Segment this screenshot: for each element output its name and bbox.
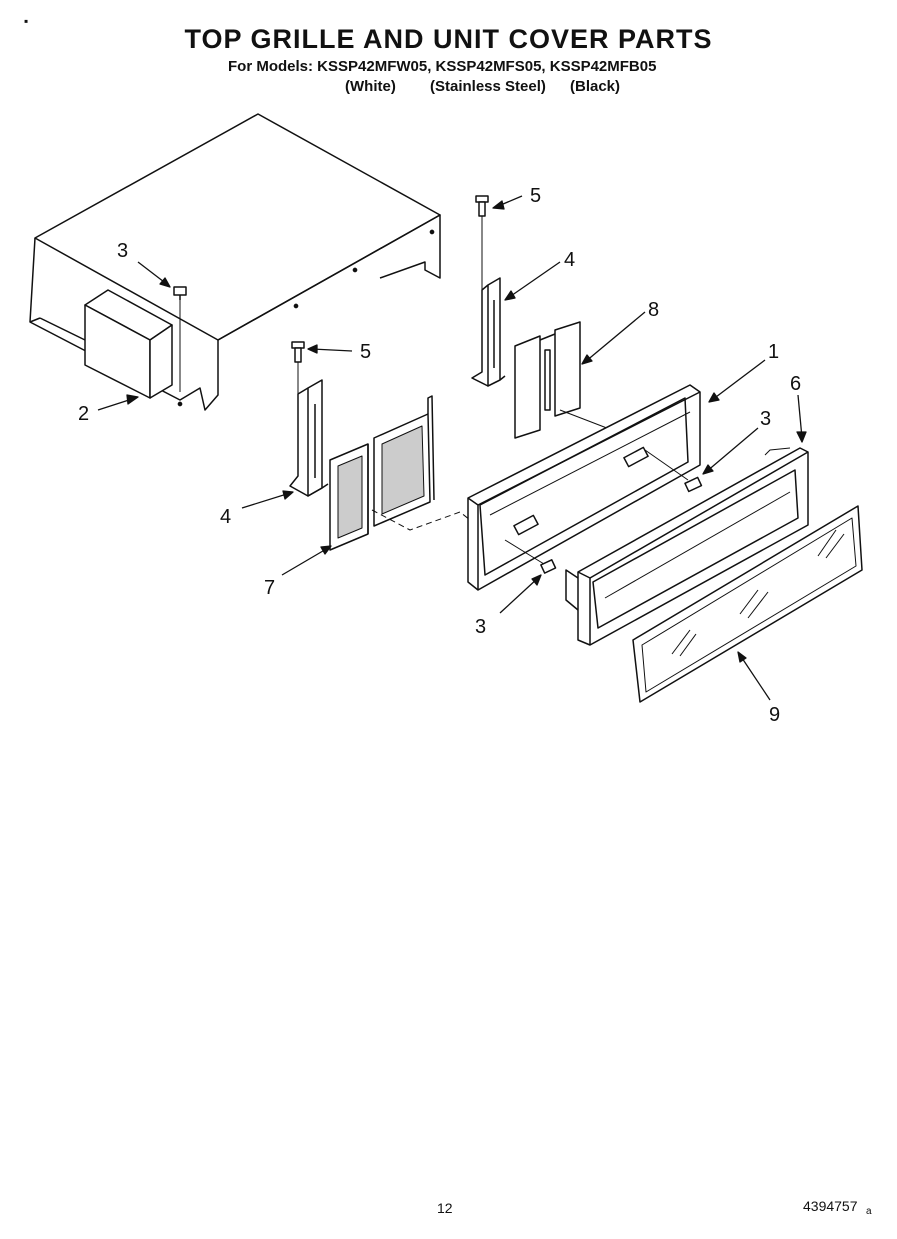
bracket-4-upper <box>471 277 506 387</box>
callout-5-upper: 5 <box>530 185 541 207</box>
callout-3-right: 3 <box>760 408 771 430</box>
callout-2: 2 <box>78 403 89 425</box>
callout-3-cover: 3 <box>117 240 128 262</box>
callout-7: 7 <box>264 577 275 599</box>
grille-7 <box>329 395 435 551</box>
leader-lines <box>97 195 807 701</box>
bracket-4-lower <box>289 379 329 497</box>
page-number: 12 <box>437 1200 453 1216</box>
callout-4-upper: 4 <box>564 249 575 271</box>
screw-3-right <box>644 449 703 493</box>
screw-5-upper <box>475 195 489 290</box>
frame-1 <box>467 384 701 591</box>
callout-5-lower: 5 <box>360 341 371 363</box>
models-line: For Models: KSSP42MFW05, KSSP42MFS05, KS… <box>228 58 657 75</box>
finish-black: (Black) <box>570 78 621 95</box>
glass-9 <box>632 505 863 703</box>
callout-3-lower: 3 <box>475 616 486 638</box>
part-2-box <box>84 289 173 399</box>
page-title: TOP GRILLE AND UNIT COVER PARTS <box>184 24 713 54</box>
callout-6: 6 <box>790 373 801 395</box>
finish-stainless: (Stainless Steel) <box>430 78 546 95</box>
corner-mark: ▪ <box>24 14 29 28</box>
filter-8 <box>514 321 581 439</box>
document-mark: a <box>866 1206 872 1217</box>
callout-4-lower: 4 <box>220 506 231 528</box>
document-number: 4394757 <box>803 1198 858 1214</box>
callout-1: 1 <box>768 341 779 363</box>
unit-cover <box>29 113 441 411</box>
callout-9: 9 <box>769 704 780 726</box>
panel-6 <box>565 447 809 646</box>
screw-3-cover <box>173 286 187 392</box>
finish-white: (White) <box>345 78 396 95</box>
callout-8: 8 <box>648 299 659 321</box>
screw-3-lower <box>504 539 557 574</box>
